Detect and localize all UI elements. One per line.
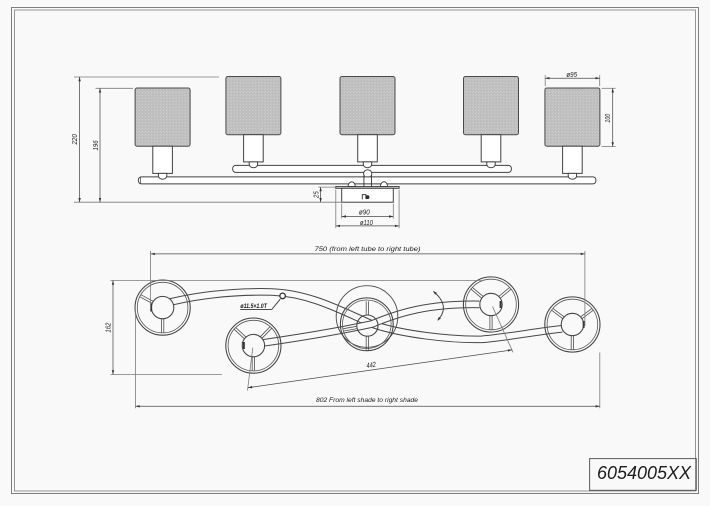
svg-text:162: 162 <box>103 323 112 333</box>
svg-text:ø95: ø95 <box>566 70 578 79</box>
svg-text:750 (from left tube to right t: 750 (from left tube to right tube) <box>315 246 421 253</box>
svg-text:100: 100 <box>603 114 612 123</box>
svg-text:196: 196 <box>91 140 100 151</box>
svg-text:25: 25 <box>312 190 321 198</box>
svg-text:6054005XX: 6054005XX <box>597 463 692 483</box>
svg-text:ø90: ø90 <box>359 207 370 216</box>
svg-text:ø110: ø110 <box>360 218 373 227</box>
svg-text:442: 442 <box>366 360 377 370</box>
svg-text:220: 220 <box>70 134 79 145</box>
svg-text:ø11.5×1.0T: ø11.5×1.0T <box>240 303 268 310</box>
svg-text:802 From left shade to right s: 802 From left shade to right shade <box>316 397 419 404</box>
